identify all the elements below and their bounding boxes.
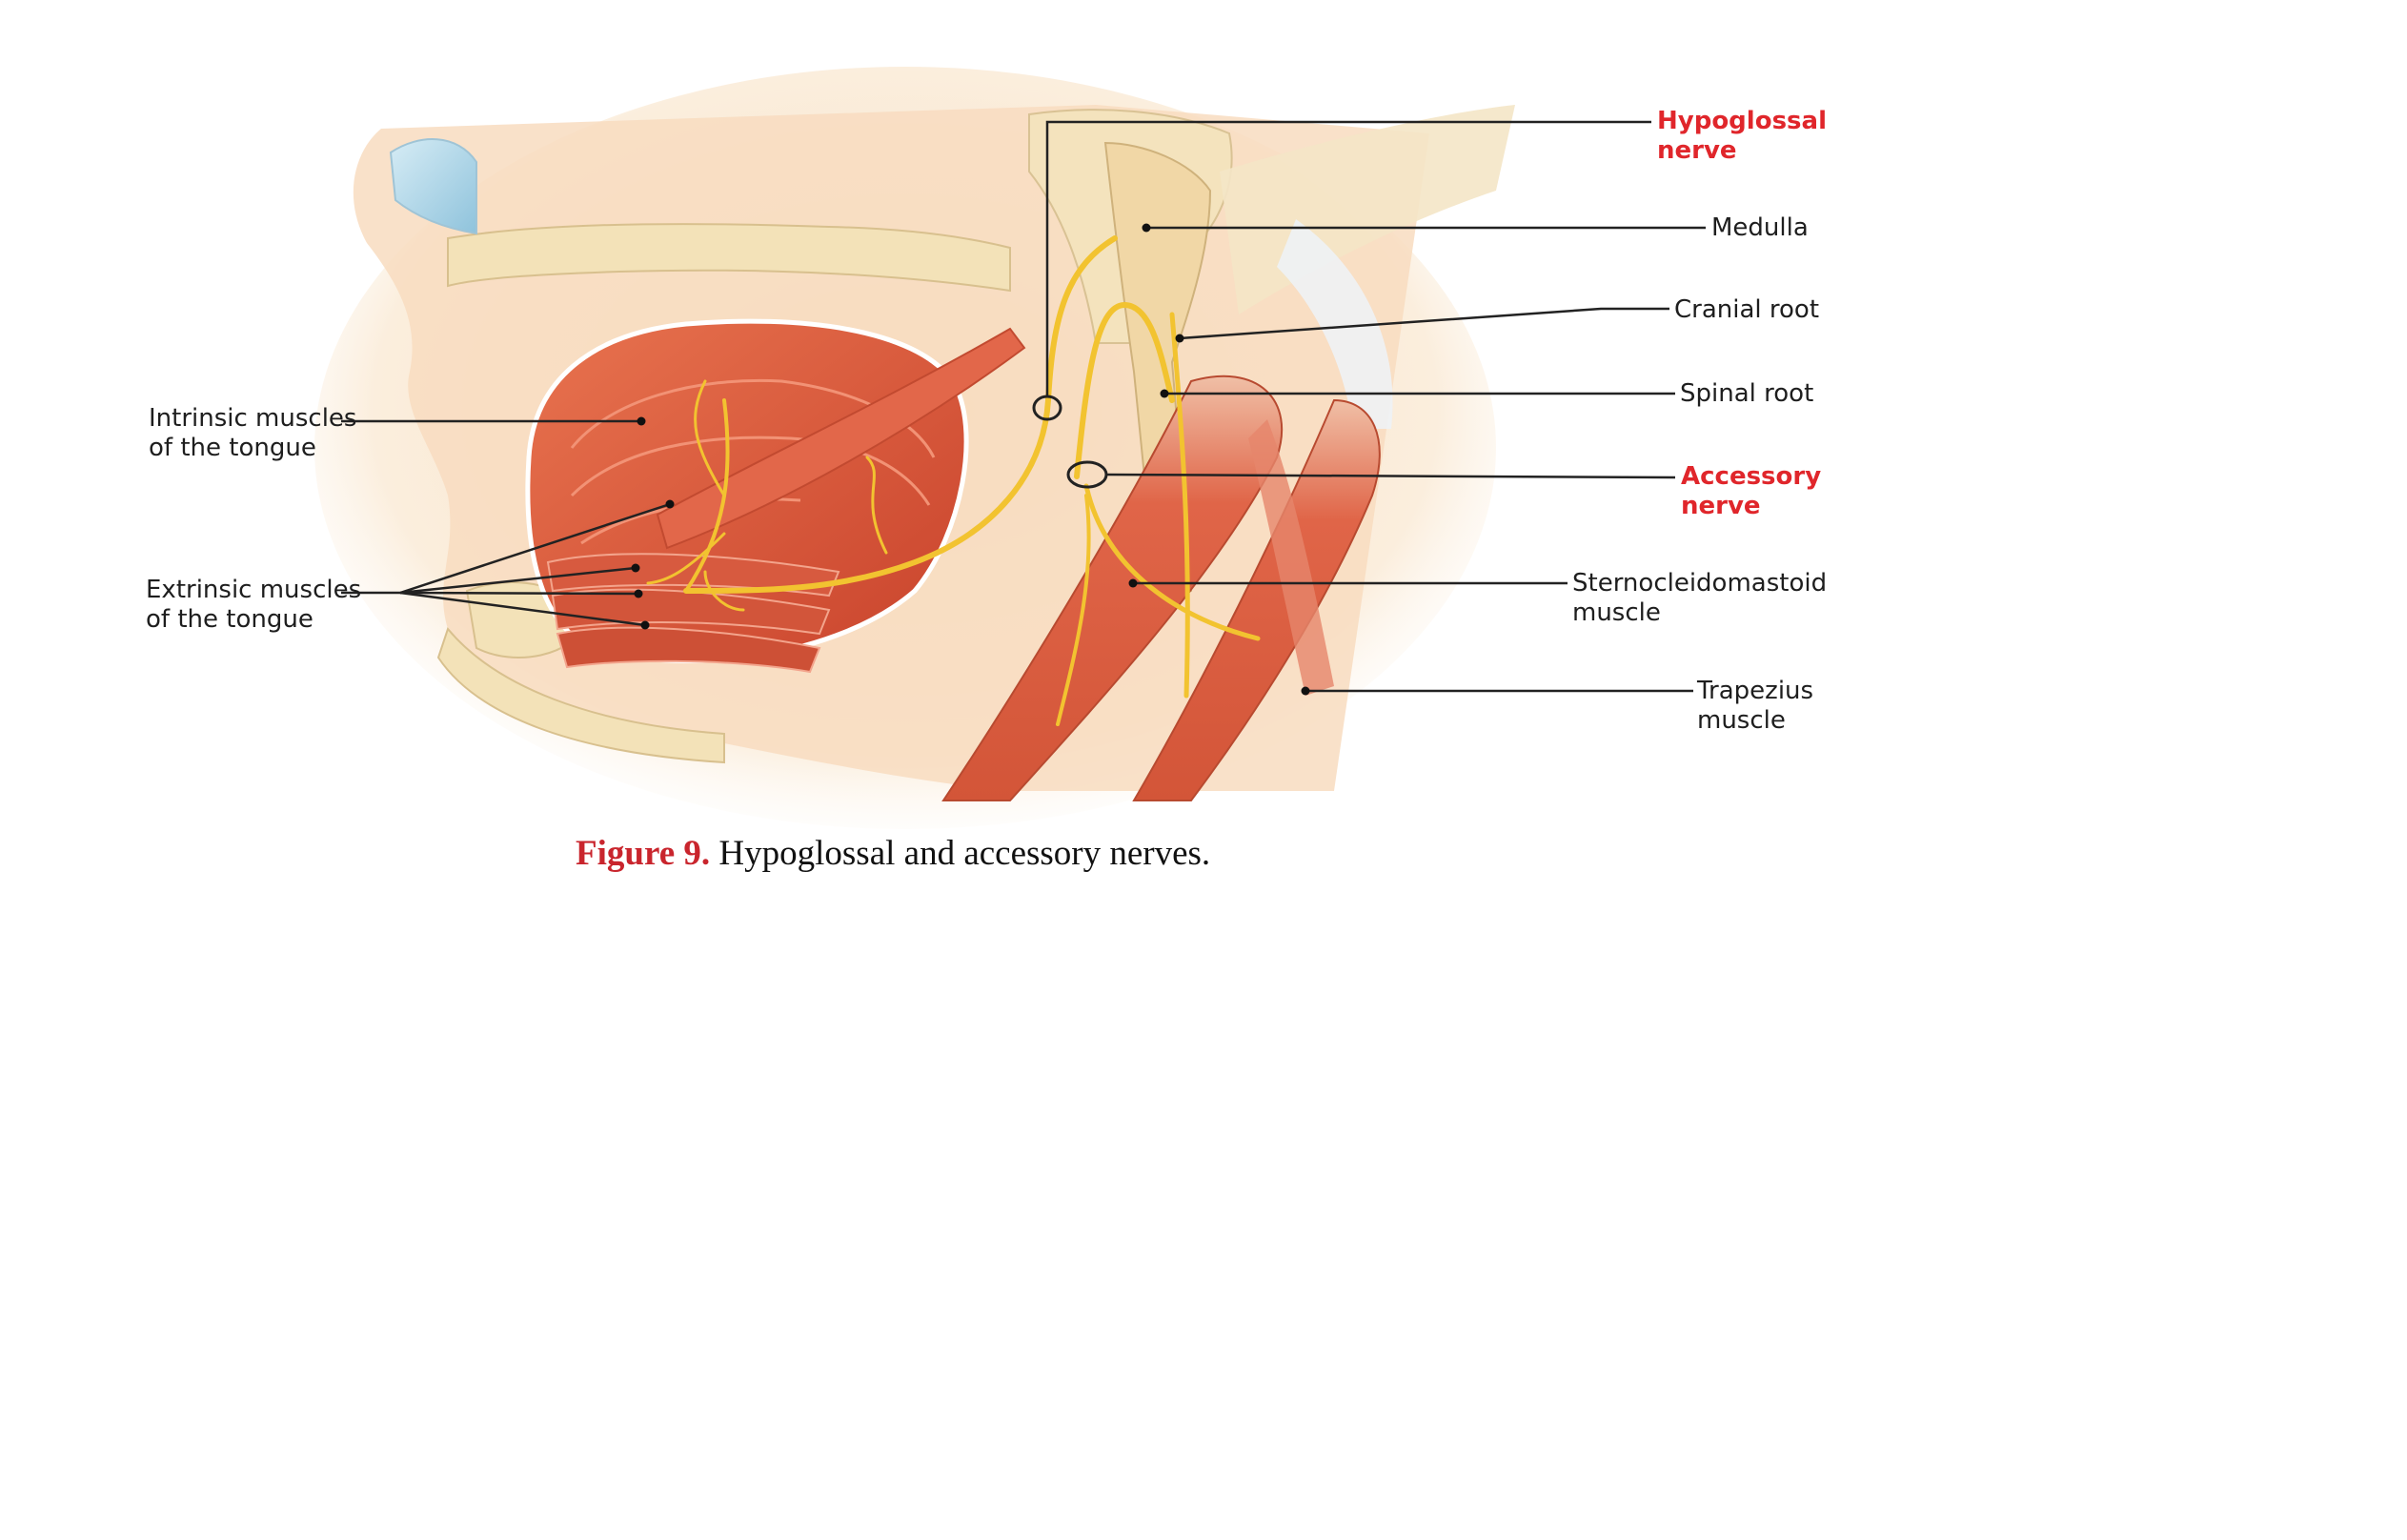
hypoglossal-nerve: [683, 235, 1118, 594]
label-extrinsic-muscles: Extrinsic muscles of the tongue: [146, 576, 361, 635]
label-line: muscle: [1572, 598, 1661, 627]
label-accessory-nerve: Accessory nerve: [1681, 462, 1821, 521]
label-sternocleidomastoid: Sternocleidomastoid muscle: [1572, 569, 1827, 628]
label-cranial-root: Cranial root: [1674, 295, 1819, 325]
label-hypoglossal-nerve: Hypoglossal nerve: [1657, 107, 1827, 166]
accessory-nerve: [1074, 301, 1175, 479]
label-line: Medulla: [1711, 213, 1809, 242]
figure-caption-text: Hypoglossal and accessory nerves.: [718, 834, 1211, 873]
leader-dots: [631, 223, 1310, 696]
label-line: Accessory: [1681, 462, 1822, 491]
leader-cranial-root: [1179, 307, 1669, 340]
leader-extrinsic-2: [399, 566, 637, 595]
label-intrinsic-muscles: Intrinsic muscles of the tongue: [149, 404, 356, 463]
label-trapezius: Trapezius muscle: [1697, 677, 1813, 736]
nerves: [646, 235, 1261, 726]
label-line: Cranial root: [1674, 295, 1820, 324]
label-line: nerve: [1681, 492, 1761, 520]
label-line: nerve: [1657, 136, 1737, 165]
figure-number: Figure 9.: [576, 834, 711, 873]
leader-extrinsic-4: [399, 591, 646, 627]
trapezius-muscle: [1132, 398, 1381, 801]
leader-extrinsic-3: [399, 591, 639, 596]
label-line: Intrinsic muscles: [149, 404, 357, 433]
nasal-sinus: [389, 138, 477, 235]
label-line: Sternocleidomastoid: [1572, 569, 1828, 598]
label-spinal-root: Spinal root: [1680, 379, 1813, 409]
leader-lines: [341, 120, 1706, 693]
label-line: Extrinsic muscles: [146, 576, 362, 604]
label-line: of the tongue: [146, 605, 314, 634]
label-line: of the tongue: [149, 434, 316, 462]
label-line: Hypoglossal: [1657, 107, 1827, 135]
leader-accessory: [1105, 473, 1676, 479]
leader-hypoglossal: [1045, 120, 1651, 396]
figure-caption: Figure 9. Hypoglossal and accessory nerv…: [576, 833, 1210, 874]
label-medulla: Medulla: [1711, 213, 1809, 243]
label-line: Trapezius: [1697, 677, 1814, 705]
neck-muscles: [941, 375, 1381, 801]
label-line: Spinal root: [1680, 379, 1814, 408]
label-line: muscle: [1697, 706, 1786, 735]
